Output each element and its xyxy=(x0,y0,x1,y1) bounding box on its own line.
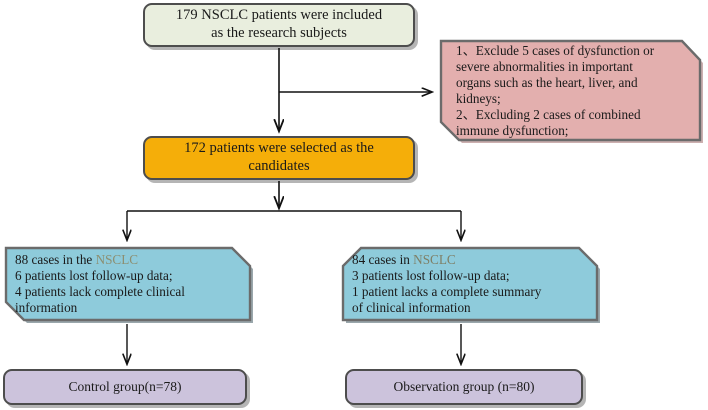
right-detail-line-4: of clinical information xyxy=(352,300,471,316)
edge-split-junction xyxy=(127,210,461,240)
left-detail-highlight: NSCLC xyxy=(95,252,139,267)
left-detail-line-2: 6 patients lost follow-up data; xyxy=(15,268,173,284)
exclusions-line-1: 1、Exclude 5 cases of dysfunction or xyxy=(456,43,655,58)
node-control-group[interactable]: Control group(n=78) xyxy=(3,369,247,405)
node-candidates-label: 172 patients were selected as the candid… xyxy=(184,140,374,174)
left-detail-shape xyxy=(4,246,253,323)
node-observation-group-label: Observation group (n=80) xyxy=(393,378,535,394)
right-detail-highlight: NSCLC xyxy=(413,252,456,267)
right-detail-line-3: 1 patient lacks a complete summary xyxy=(352,284,542,300)
exclusions-line-4: kidneys; xyxy=(456,91,501,107)
right-detail-shape xyxy=(341,246,600,323)
exclusions-line-3: organs such as the heart, liver, and xyxy=(456,75,638,91)
left-detail-line-4: information xyxy=(15,300,78,316)
left-detail-line-3: 4 patients lack complete clinical xyxy=(15,284,185,300)
exclusions-line-6: immune dysfunction; xyxy=(456,123,569,139)
right-detail-line-2: 3 patients lost follow-up data; xyxy=(352,268,510,284)
exclusions-line-2: severe abnormalities in important xyxy=(456,59,633,75)
right-detail-line-1: 84 cases in xyxy=(352,252,414,267)
exclusions-shape xyxy=(439,39,703,143)
node-included[interactable]: 179 NSCLC patients were included as the … xyxy=(143,3,415,47)
node-observation-group[interactable]: Observation group (n=80) xyxy=(345,369,583,405)
left-detail-line-1: 88 cases in the xyxy=(15,252,96,267)
node-control-group-label: Control group(n=78) xyxy=(68,378,182,394)
exclusions-line-5: 2、Excluding 2 cases of combined xyxy=(456,107,641,123)
node-included-label: 179 NSCLC patients were included as the … xyxy=(175,7,383,41)
node-candidates[interactable]: 172 patients were selected as the candid… xyxy=(143,136,415,180)
